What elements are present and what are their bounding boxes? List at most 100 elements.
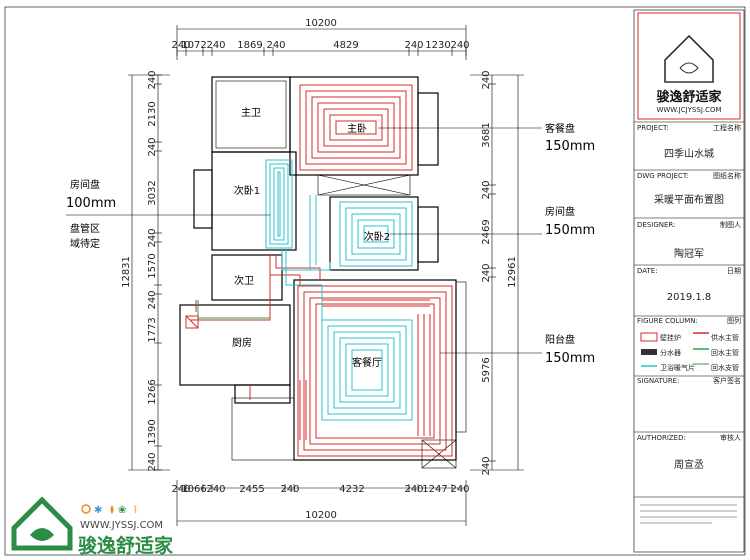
drawing-date: 2019.1.8: [667, 292, 712, 303]
svg-text:审核人: 审核人: [720, 433, 741, 442]
bottom-dim-1: 1066: [181, 484, 206, 495]
top-dim-7: 1230: [425, 40, 450, 51]
top-dim-4: 240: [266, 40, 285, 51]
room-second-bath: 次卫: [234, 274, 254, 287]
svg-text:卫浴暖气片: 卫浴暖气片: [660, 363, 695, 372]
room-second-bedroom-2: 次卧2: [364, 230, 390, 243]
right-dim-5: 5976: [481, 357, 492, 382]
annotation-balcony-coil: 阳台盘 150mm: [440, 333, 595, 366]
svg-text:日期: 日期: [727, 267, 741, 275]
room-kitchen: 厨房: [232, 336, 252, 349]
svg-text:SIGNATURE:: SIGNATURE:: [637, 377, 679, 385]
brand-url: WWW.JYSSJ.COM: [80, 520, 163, 531]
top-dim-2: 240: [206, 40, 225, 51]
left-dim-3: 3032: [147, 180, 158, 205]
svg-text:图纸名称: 图纸名称: [713, 171, 741, 180]
svg-text:100mm: 100mm: [66, 196, 116, 211]
svg-text:150mm: 150mm: [545, 139, 595, 154]
bottom-dimensions: 240 1066 240 2455 240 4232 240 1247 240 …: [171, 480, 470, 526]
svg-text:供水主管: 供水主管: [711, 333, 739, 342]
project-name: 四季山水城: [664, 148, 714, 160]
svg-text:150mm: 150mm: [545, 223, 595, 238]
top-dim-8: 240: [450, 40, 469, 51]
svg-text:制图人: 制图人: [720, 220, 741, 229]
svg-text:客户签名: 客户签名: [713, 376, 741, 385]
right-dim-1: 3681: [481, 122, 492, 147]
left-dim-10: 240: [147, 452, 158, 471]
legend-boiler-icon: [640, 332, 658, 342]
svg-text:回水支管: 回水支管: [711, 363, 739, 372]
right-total-dim: 12961: [507, 256, 518, 288]
designer-name: 陶冠军: [674, 247, 704, 260]
svg-text:❀: ❀: [118, 505, 126, 516]
left-dim-2: 240: [147, 137, 158, 156]
title-block: 骏逸舒适家 WWW.JCJYSSJ.COM PROJECT: 工程名称 四季山水…: [633, 9, 745, 553]
svg-text:DWG PROJECT:: DWG PROJECT:: [637, 172, 689, 180]
svg-text:图列: 图列: [727, 316, 741, 325]
house-logo-icon: [664, 34, 714, 83]
top-dim-3: 1869: [237, 40, 262, 51]
left-dim-5: 1570: [147, 253, 158, 278]
svg-text:AUTHORIZED:: AUTHORIZED:: [637, 434, 686, 442]
left-dim-6: 240: [147, 290, 158, 309]
right-dim-4: 240: [481, 263, 492, 282]
bottom-dim-0: 240: [171, 484, 190, 495]
brand-leaf-icon: [30, 528, 54, 541]
title-block-logo-text: 骏逸舒适家: [656, 89, 722, 105]
right-dim-6: 240: [481, 456, 492, 475]
legend-manifold-icon: [641, 349, 657, 355]
bottom-dim-6: 240: [404, 484, 423, 495]
top-dim-0: 240: [171, 40, 190, 51]
svg-text:阳台盘: 阳台盘: [545, 333, 575, 346]
right-dim-2: 240: [481, 180, 492, 199]
annotation-living-coil: 客餐盘 150mm: [378, 122, 595, 154]
left-dim-9: 1390: [147, 419, 158, 444]
room-master-bath: 主卫: [241, 107, 261, 119]
bottom-dim-3: 2455: [239, 484, 264, 495]
drawing-name: 采暖平面布置图: [654, 193, 724, 206]
svg-text:分水器: 分水器: [660, 348, 681, 357]
bottom-dim-8: 240: [450, 484, 469, 495]
kitchen-green-pipe: [197, 300, 270, 319]
legend: 壁挂炉 供水主管 分水器 回水主管 卫浴暖气片 回水支管: [640, 332, 739, 372]
room-master-bedroom: 主卧: [347, 122, 367, 135]
bottom-dim-4: 240: [280, 484, 299, 495]
walls: [179, 76, 467, 469]
svg-text:盘管区: 盘管区: [70, 222, 100, 235]
svg-text:PROJECT:: PROJECT:: [637, 124, 669, 132]
svg-text:房间盘: 房间盘: [70, 178, 100, 191]
svg-text:DATE:: DATE:: [637, 267, 658, 275]
top-dimensions: 10200 240 1072 240 1869 240 4829 240 123…: [171, 18, 470, 60]
annotation-room-coil-100: 房间盘 100mm 盘管区 域待定: [66, 178, 270, 250]
bottom-dim-5: 4232: [339, 484, 364, 495]
left-dim-4: 240: [147, 228, 158, 247]
svg-text:⌇: ⌇: [133, 505, 138, 516]
top-dim-1: 1072: [181, 40, 206, 51]
heating-coils-cyan: [265, 159, 413, 421]
right-dim-0: 240: [481, 70, 492, 89]
left-total-dim: 12831: [121, 256, 132, 288]
svg-text:✱: ✱: [94, 505, 102, 516]
right-dim-3: 2469: [481, 219, 492, 244]
brand-name: 骏逸舒适家: [78, 534, 174, 557]
bottom-total-dim: 10200: [305, 510, 337, 521]
top-dim-6: 240: [404, 40, 423, 51]
svg-text:壁挂炉: 壁挂炉: [660, 333, 681, 342]
left-dim-7: 1773: [147, 317, 158, 342]
room-second-bedroom-1: 次卧1: [234, 184, 260, 197]
bottom-dim-2: 240: [206, 484, 225, 495]
heating-coils-red: [190, 84, 453, 457]
title-block-logo-url: WWW.JCJYSSJ.COM: [656, 106, 721, 114]
left-dimensions: 12831 240 2130 240 3032 240 1570 240 177…: [121, 70, 170, 472]
room-living-dining: 客餐厅: [352, 356, 382, 369]
left-dim-0: 240: [147, 70, 158, 89]
left-dim-8: 1266: [147, 379, 158, 404]
svg-text:150mm: 150mm: [545, 351, 595, 366]
svg-text:域待定: 域待定: [70, 237, 100, 250]
brand-house-icon: [11, 496, 73, 551]
top-total-dim: 10200: [305, 18, 337, 29]
annotation-room-coil-150: 房间盘 150mm: [390, 205, 595, 238]
authorized-name: 周宣丞: [674, 458, 704, 471]
svg-text:工程名称: 工程名称: [713, 123, 741, 132]
